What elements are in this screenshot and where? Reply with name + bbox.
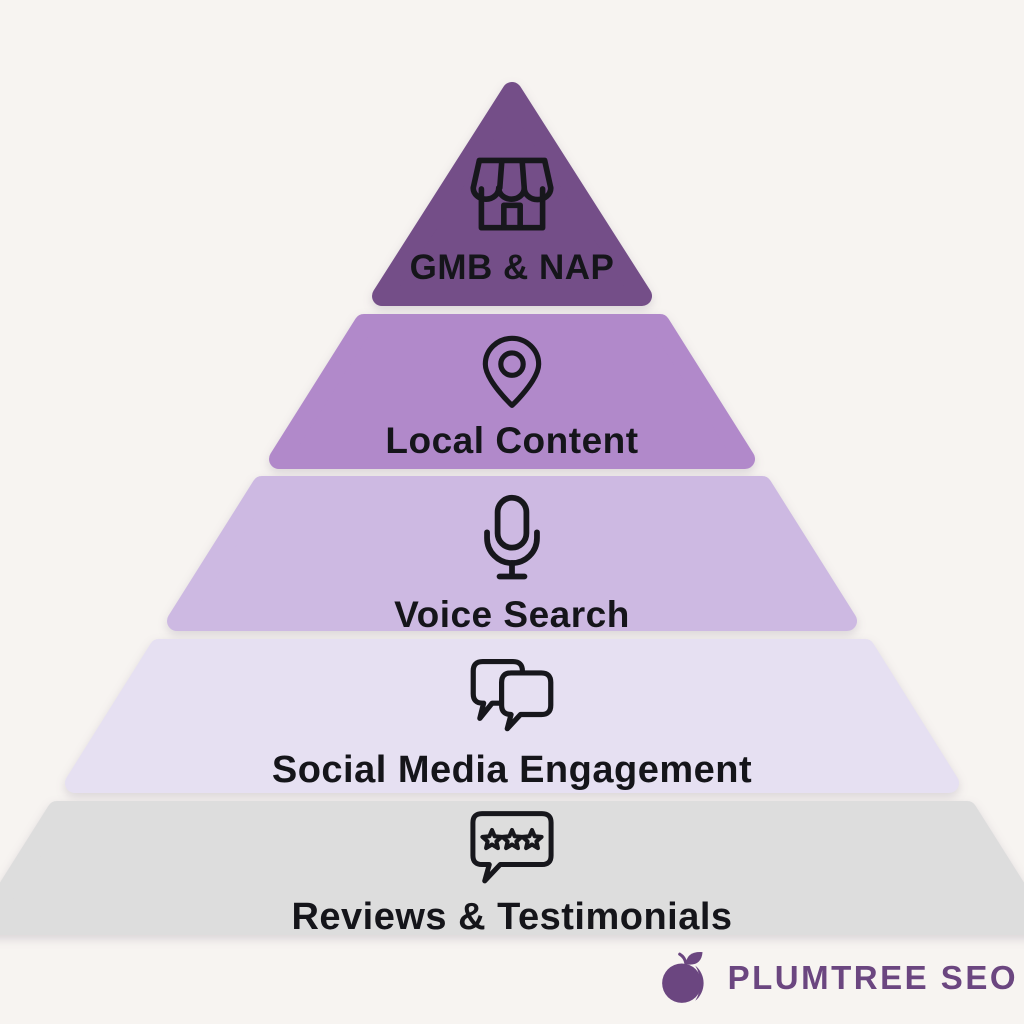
review-stars-bubble-icon	[470, 811, 554, 884]
plum-icon	[661, 952, 704, 1003]
brand-footer: PLUMTREE SEO	[658, 948, 1018, 1008]
tier-3-content: Voice Search	[0, 492, 1024, 636]
tier-4-content: Social Media Engagement	[0, 650, 1024, 792]
chat-bubbles-icon	[470, 658, 554, 732]
storefront-icon	[470, 157, 554, 231]
location-pin-icon	[482, 335, 542, 408]
tier-5-label: Reviews & Testimonials	[291, 896, 733, 938]
tier-5-content: Reviews & Testimonials	[0, 808, 1024, 939]
brand-wordmark: PLUMTREE SEO	[727, 959, 1018, 996]
microphone-icon	[484, 494, 540, 580]
tier-2-label: Local Content	[385, 420, 639, 461]
tier-1-label: GMB & NAP	[409, 248, 615, 287]
tier-4-label: Social Media Engagement	[271, 749, 753, 791]
tier-3-label: Voice Search	[394, 594, 630, 635]
tier-2-content: Local Content	[0, 328, 1024, 462]
tier-1-content: GMB & NAP	[0, 140, 1024, 288]
